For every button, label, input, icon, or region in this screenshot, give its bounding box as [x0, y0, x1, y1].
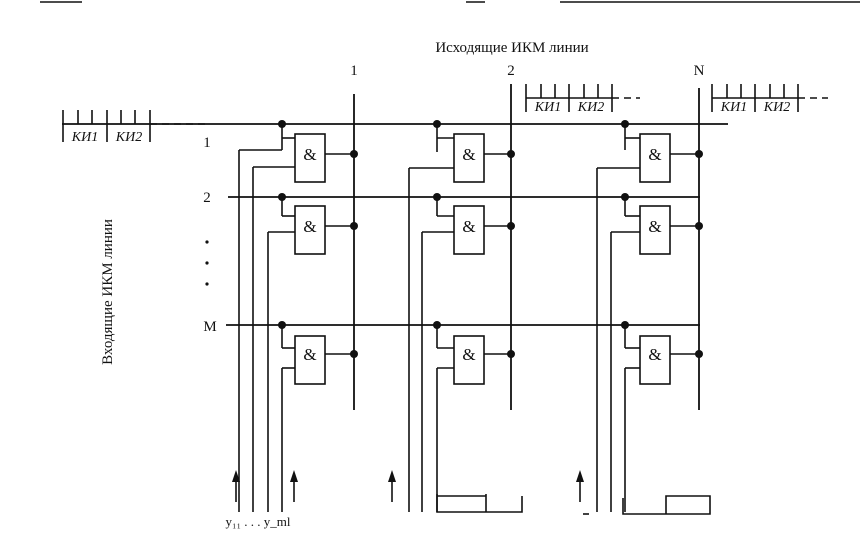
and-gate-r2-c1	[294, 205, 326, 255]
and-gate-r2-cn	[639, 205, 671, 255]
outgoing-frame-2: КИ1 КИ2	[525, 84, 640, 115]
timing-pulse-n	[622, 495, 711, 515]
gate-symbol: &	[648, 145, 661, 164]
row-label-m: M	[203, 319, 216, 335]
gate-symbol: &	[303, 345, 316, 364]
gate-symbol: &	[648, 217, 661, 236]
and-gate-rm-c2	[453, 335, 485, 385]
row-label-2: 2	[203, 190, 211, 206]
and-gate-r1-c2	[453, 133, 485, 183]
column-label-2: 2	[507, 63, 515, 79]
and-gate-rm-cn	[639, 335, 671, 385]
outgoing-n-ki1-label: КИ1	[720, 100, 747, 115]
column-label-1: 1	[350, 63, 358, 79]
gate-symbol: &	[462, 345, 475, 364]
row-ellipsis	[205, 240, 209, 286]
column-n: & & &	[576, 88, 711, 515]
gate-symbol: &	[303, 145, 316, 164]
timing-pulse-2	[436, 494, 523, 513]
incoming-ki2-label: КИ2	[115, 130, 142, 145]
and-gate-r1-cn	[639, 133, 671, 183]
control-signals-label: y₁₁ . . . y_ml	[225, 514, 290, 529]
column-1: & & & y₁₁ . . . y_ml	[225, 94, 358, 529]
outgoing2-ki1-label: КИ1	[534, 100, 561, 115]
and-gate-rm-c1	[294, 335, 326, 385]
gate-symbol: &	[648, 345, 661, 364]
row-label-1: 1	[203, 135, 211, 151]
gate-symbol: &	[303, 217, 316, 236]
outgoing-n-ki2-label: КИ2	[763, 100, 790, 115]
outgoing-frame-n: КИ1 КИ2	[711, 84, 828, 115]
incoming-frame: КИ1 КИ2	[62, 110, 210, 145]
incoming-lines-title: Входящие ИКМ линии	[100, 219, 116, 365]
gate-symbol: &	[462, 217, 475, 236]
column-2: & & &	[388, 84, 523, 513]
outgoing-lines-title: Исходящие ИКМ линии	[435, 40, 588, 56]
column-label-n: N	[694, 63, 705, 79]
and-gate-r2-c2	[453, 205, 485, 255]
gate-symbol: &	[462, 145, 475, 164]
and-gate-r1-c1	[294, 133, 326, 183]
outgoing2-ki2-label: КИ2	[577, 100, 604, 115]
incoming-ki1-label: КИ1	[71, 130, 98, 145]
